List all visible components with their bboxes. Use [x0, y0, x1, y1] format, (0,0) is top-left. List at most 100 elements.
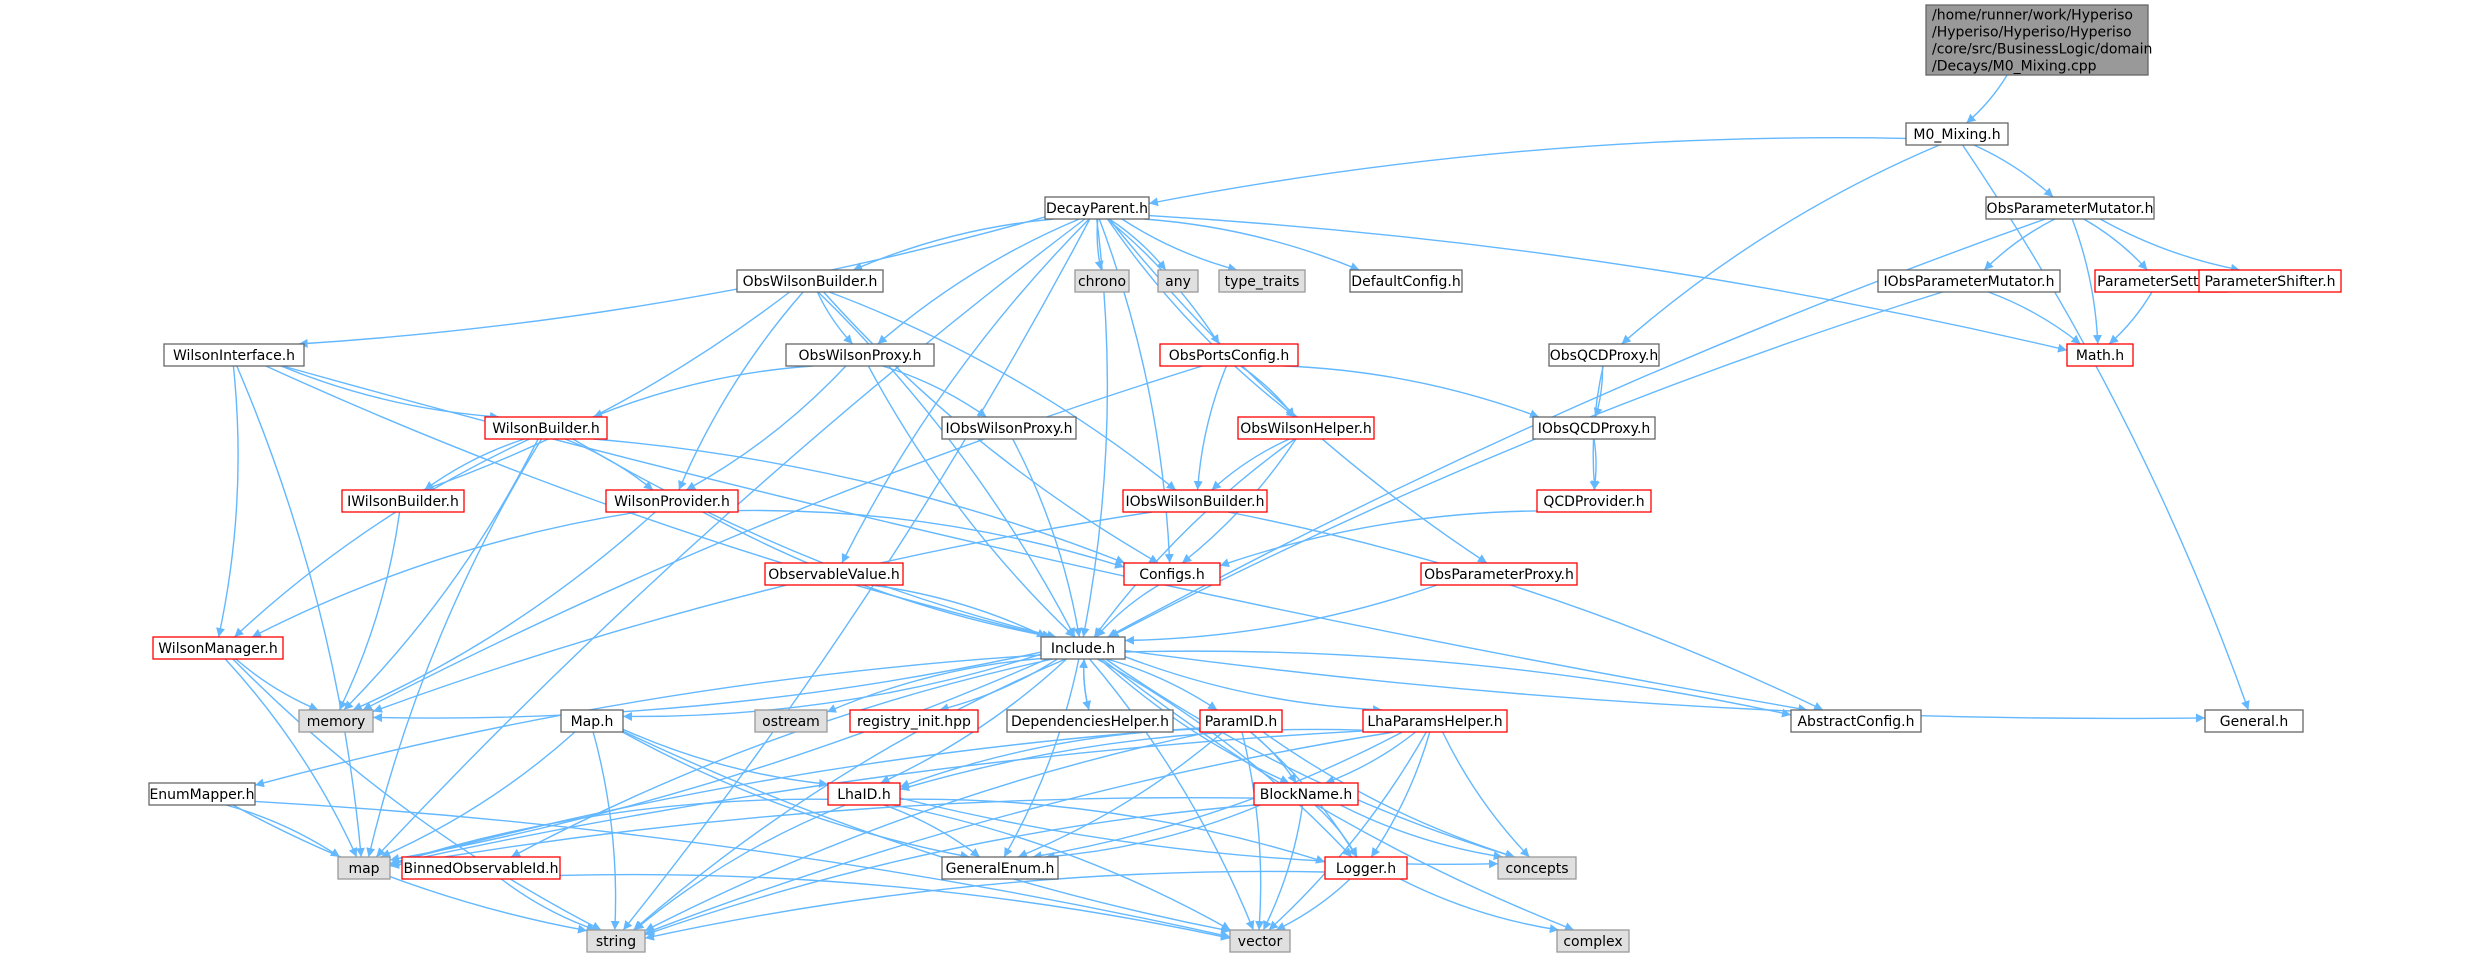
node-math[interactable]: Math.h [2066, 343, 2134, 367]
node-obswilsonproxy[interactable]: ObsWilsonProxy.h [785, 343, 935, 367]
node-box [1349, 269, 1463, 293]
edge-map_h-to-vector [622, 730, 1231, 934]
node-blockname[interactable]: BlockName.h [1253, 782, 1359, 806]
edge-lhaid-to-map [389, 798, 829, 866]
edge-iobswilsonproxy-to-include [1012, 438, 1083, 638]
edge-enummapper-to-vector [254, 800, 1231, 940]
node-box [1123, 562, 1221, 586]
node-box [1362, 709, 1508, 733]
node-box [941, 416, 1077, 440]
edge-wilsonmanager-to-memory [235, 658, 319, 711]
edge-include-to-paramid [1106, 658, 1218, 711]
node-generalenum[interactable]: GeneralEnum.h [941, 856, 1059, 880]
edge-obswilsonhelper-to-include [1093, 438, 1296, 638]
node-box [1790, 709, 1922, 733]
edge-wilsonbuilder-to-iwilsonbuilder [424, 438, 525, 491]
edge-include-to-map_h [622, 653, 1042, 721]
node-map_h[interactable]: Map.h [560, 709, 624, 733]
node-label: BlockName.h [1260, 787, 1353, 803]
edge-wilsoninterface-to-wilsonbuilder [280, 365, 500, 421]
edge-binnedobs-to-string [500, 878, 596, 932]
edge-decayparent-to-obswilsonhelper [1106, 218, 1296, 418]
edge-obsparammutator-to-paramshifter [2099, 218, 2241, 273]
edge-obswilsonbuilder-to-iobswilsonbuilder [829, 291, 1177, 491]
node-general[interactable]: General.h [2204, 709, 2304, 733]
edge-lhaparamshelper-to-vector [1268, 731, 1427, 931]
node-registryinit[interactable]: registry_init.hpp [849, 709, 979, 733]
node-obsparamproxy[interactable]: ObsParameterProxy.h [1420, 562, 1578, 586]
node-iwilsonbuilder[interactable]: IWilsonBuilder.h [341, 489, 465, 513]
node-wilsoninterface[interactable]: WilsonInterface.h [163, 343, 305, 367]
edge-wilsonprovider-to-include [702, 511, 1053, 640]
node-box [586, 929, 646, 953]
edge-wilsoninterface-to-include [265, 365, 1052, 640]
edge-decayparent-to-typetraits [1121, 218, 1238, 273]
node-include[interactable]: Include.h [1040, 636, 1126, 660]
edge-decayparent-to-configs [1098, 218, 1174, 564]
node-box [1420, 562, 1578, 586]
node-box [941, 856, 1059, 880]
node-root[interactable]: /home/runner/work/Hyperiso/Hyperiso/Hype… [1925, 4, 2152, 76]
node-iobsqcdproxy[interactable]: IObsQCDProxy.h [1532, 416, 1656, 440]
edge-wilsonprovider-to-wilsonmanager [251, 511, 639, 638]
node-label: registry_init.hpp [857, 714, 971, 730]
edge-paramid-to-generalenum [1017, 731, 1224, 858]
node-box [1006, 709, 1174, 733]
node-lhaparamshelper[interactable]: LhaParamsHelper.h [1362, 709, 1508, 733]
node-defaultconfig[interactable]: DefaultConfig.h [1349, 269, 1463, 293]
node-qcdprovider[interactable]: QCDProvider.h [1536, 489, 1652, 513]
edge-wilsonprovider-to-memory [352, 511, 656, 711]
dependency-nodes: /home/runner/work/Hyperiso/Hyperiso/Hype… [148, 4, 2342, 953]
node-label: BinnedObservableId.h [404, 861, 559, 877]
edge-obswilsonproxy-to-include [867, 365, 1076, 638]
edge-obswilsonbuilder-to-wilsonprovider [678, 291, 804, 491]
node-iobsparammutator[interactable]: IObsParameterMutator.h [1877, 269, 2061, 293]
node-enummapper[interactable]: EnumMapper.h [148, 782, 256, 806]
node-wilsonmanager[interactable]: WilsonManager.h [152, 636, 284, 660]
node-obswilsonhelper[interactable]: ObsWilsonHelper.h [1237, 416, 1375, 440]
edge-obsparammutator-to-paramsetter [2083, 218, 2148, 271]
node-obsportsconfig[interactable]: ObsPortsConfig.h [1159, 343, 1299, 367]
node-dependencieshelper[interactable]: DependenciesHelper.h [1006, 709, 1174, 733]
node-m0mixing[interactable]: M0_Mixing.h [1905, 122, 2009, 146]
node-box [484, 416, 608, 440]
node-label: ObsParameterProxy.h [1424, 567, 1574, 583]
node-observablevalue[interactable]: ObservableValue.h [764, 562, 904, 586]
node-label: concepts [1505, 861, 1568, 877]
node-logger[interactable]: Logger.h [1324, 856, 1408, 880]
node-label: /home/runner/work/Hyperiso [1932, 8, 2133, 24]
node-label: IObsParameterMutator.h [1883, 274, 2054, 290]
node-lhaid[interactable]: LhaID.h [827, 782, 901, 806]
node-wilsonprovider[interactable]: WilsonProvider.h [605, 489, 739, 513]
node-paramshifter[interactable]: ParameterShifter.h [2198, 269, 2342, 293]
node-binnedobs[interactable]: BinnedObservableId.h [401, 856, 561, 880]
node-wilsonbuilder[interactable]: WilsonBuilder.h [484, 416, 608, 440]
edge-wilsonbuilder-to-include [572, 438, 1057, 640]
node-obswilsonbuilder[interactable]: ObsWilsonBuilder.h [736, 269, 884, 293]
node-box [341, 489, 465, 513]
node-box [1159, 343, 1299, 367]
edge-decayparent-to-wilsoninterface [298, 216, 1046, 348]
node-label: ParameterSetter.h [2097, 274, 2225, 290]
node-configs[interactable]: Configs.h [1123, 562, 1221, 586]
node-paramsetter[interactable]: ParameterSetter.h [2094, 269, 2228, 293]
node-obsparammutator[interactable]: ObsParameterMutator.h [1985, 196, 2155, 220]
node-label: ObsWilsonBuilder.h [743, 274, 878, 290]
edge-decayparent-to-obswilsonproxy [877, 218, 1080, 345]
node-iobswilsonbuilder[interactable]: IObsWilsonBuilder.h [1122, 489, 1268, 513]
edge-include-to-string [633, 658, 1066, 931]
edge-m0mixing-to-general [1962, 144, 2250, 711]
node-paramid[interactable]: ParamID.h [1199, 709, 1283, 733]
node-decayparent[interactable]: DecayParent.h [1044, 196, 1150, 220]
edge-decayparent-to-observablevalue [841, 218, 1090, 564]
node-label: Configs.h [1139, 567, 1205, 583]
node-box [1122, 489, 1268, 513]
edge-paramsetter-to-math [2108, 291, 2153, 345]
node-box [401, 856, 561, 880]
edge-map_h-to-map [380, 731, 576, 858]
node-obsqcdproxy[interactable]: ObsQCDProxy.h [1548, 343, 1660, 367]
node-abstractconfig[interactable]: AbstractConfig.h [1790, 709, 1922, 733]
node-iobswilsonproxy[interactable]: IObsWilsonProxy.h [941, 416, 1077, 440]
edge-blockname-to-string [644, 804, 1255, 937]
